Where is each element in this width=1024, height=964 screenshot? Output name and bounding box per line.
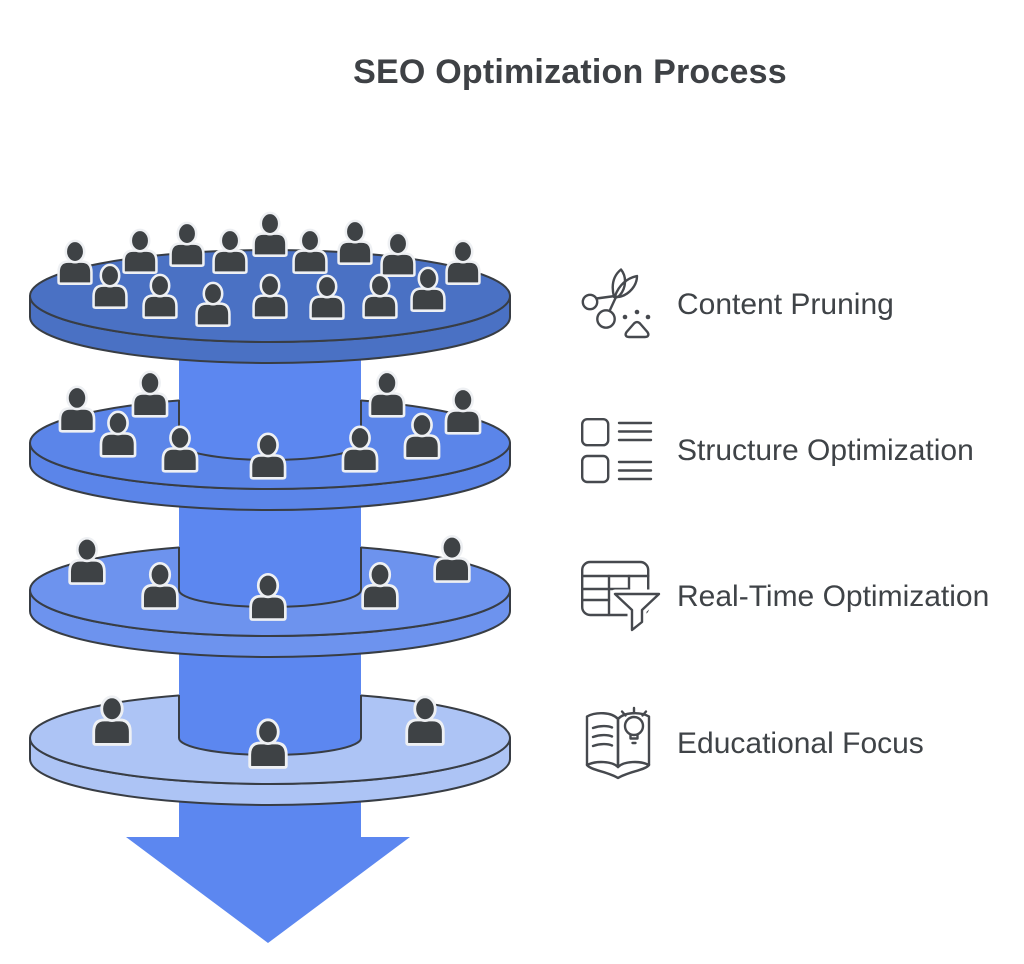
funnel-level-4 (29, 688, 511, 806)
legend-label: Educational Focus (677, 727, 924, 760)
person-icon (169, 221, 205, 267)
person-icon (68, 536, 106, 585)
person-icon (292, 228, 328, 274)
person-icon (131, 370, 169, 418)
person-icon (445, 239, 481, 285)
table-filter-icon (581, 560, 661, 634)
pruning-shears-icon (581, 268, 661, 342)
legend-label: Real-Time Optimization (677, 580, 990, 613)
person-icon (368, 370, 406, 418)
person-icon (122, 228, 158, 274)
person-icon (444, 387, 482, 435)
legend-item-real-time-optimization: Real-Time Optimization (581, 554, 989, 640)
structure-list-icon (581, 418, 661, 484)
legend-item-educational-focus: Educational Focus (581, 701, 924, 787)
person-icon (380, 231, 416, 277)
legend-item-structure-optimization: Structure Optimization (581, 408, 974, 494)
person-icon (337, 219, 373, 265)
arrow-shaft-overlay (179, 393, 361, 460)
funnel-level-3 (29, 534, 511, 658)
legend-label: Content Pruning (677, 288, 894, 321)
legend-label: Structure Optimization (677, 434, 974, 467)
funnel-level-1 (29, 211, 511, 364)
person-icon (433, 534, 471, 583)
person-icon (212, 228, 248, 274)
person-icon (58, 385, 96, 433)
book-lightbulb-icon (581, 704, 661, 784)
page-title: SEO Optimization Process (353, 53, 787, 91)
funnel-level-2 (29, 370, 511, 511)
legend-item-content-pruning: Content Pruning (581, 262, 894, 348)
person-icon (57, 239, 93, 285)
person-icon (252, 211, 288, 257)
